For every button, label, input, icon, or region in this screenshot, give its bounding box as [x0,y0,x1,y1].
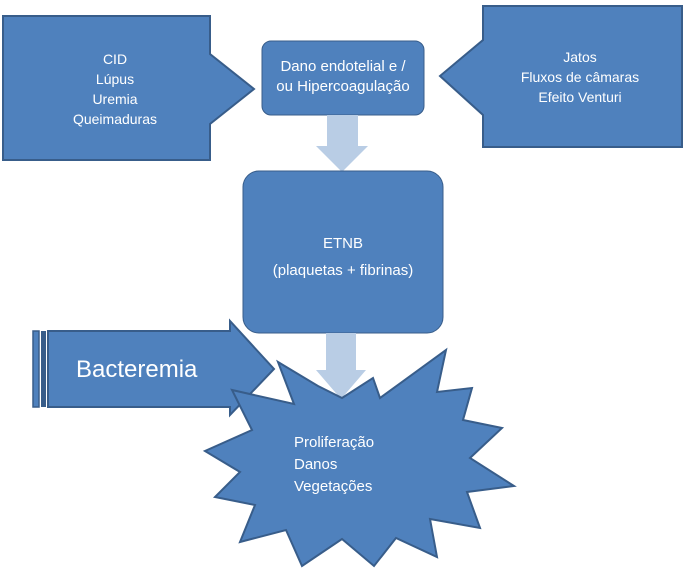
burst-line: Vegetações [294,478,373,495]
center-top-label: Dano endotelial e / ou Hipercoagulação [262,57,424,97]
burst-shape [202,347,517,568]
down-arrow-bottom [316,333,366,399]
bacteremia-stripe-inner [41,331,46,407]
right-cause-item: Jatos [563,49,597,65]
etnb-label: ETNB (plaquetas + fibrinas) [243,230,443,284]
left-cause-item: Lúpus [95,71,135,87]
burst-line: Danos [294,456,338,473]
etnb-subtitle: (plaquetas + fibrinas) [272,262,414,279]
right-cause-item: Efeito Venturi [538,89,622,105]
right-causes-arrow-shape [438,5,683,148]
left-cause-item: Uremia [92,91,138,107]
etnb-title: ETNB [322,235,363,252]
left-cause-item: Queimaduras [72,111,158,127]
bacteremia-label: Bacteremia [76,356,198,383]
center-top-line: ou Hipercoagulação [276,78,410,95]
burst-line: Proliferação [294,434,375,451]
left-causes-label: CID Lúpus Uremia Queimaduras [20,49,210,129]
right-cause-item: Fluxos de câmaras [520,69,640,85]
left-cause-item: CID [102,51,128,67]
burst-label: Proliferação Danos Vegetações [294,432,414,498]
right-causes-label: Jatos Fluxos de câmaras Efeito Venturi [480,47,680,107]
down-arrow-top [316,115,368,172]
bacteremia-arrow-shape [47,318,276,418]
left-causes-arrow-shape [2,15,256,161]
bacteremia-stripe-outer [32,330,40,408]
center-top-line: Dano endotelial e / [280,58,406,75]
